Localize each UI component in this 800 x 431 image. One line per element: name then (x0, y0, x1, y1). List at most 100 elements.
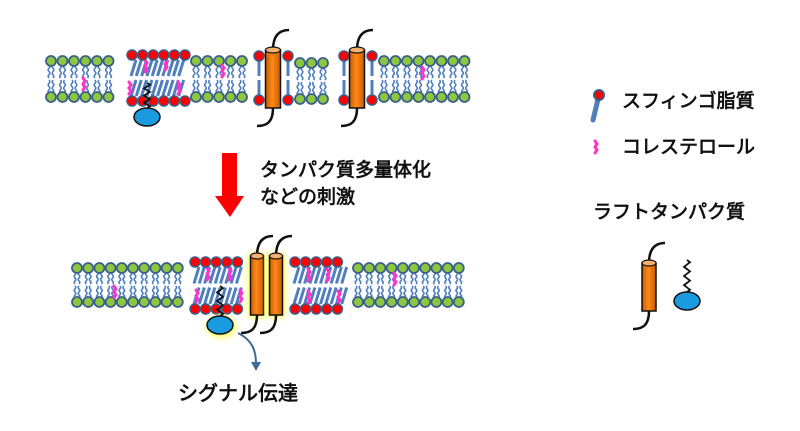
lipid-tail (203, 79, 208, 94)
anchor-chain (142, 82, 152, 109)
phospholipid-head (213, 55, 225, 67)
lipid-tail (319, 81, 323, 96)
lipid-tail (449, 79, 453, 94)
phospholipid-head (56, 91, 69, 103)
lipid-tail (407, 64, 411, 79)
sphingolipid-tail (329, 266, 338, 284)
lipid-tail (85, 79, 90, 94)
lipid-tail (238, 64, 242, 79)
lipid-tail (421, 271, 425, 285)
phospholipid-head (374, 296, 387, 308)
lipid-tail (296, 81, 300, 96)
lipid-tail (354, 285, 358, 299)
protein-tail (340, 107, 359, 128)
sphingolipid-head (289, 256, 301, 268)
phospholipid-head (419, 262, 432, 274)
lipid-tail (455, 285, 459, 299)
cholesterol-molecule (306, 267, 312, 283)
signal-arrow-shaft (237, 332, 257, 365)
lipid-tail (58, 79, 63, 94)
lipid-tail (140, 285, 144, 299)
lipid-tail (388, 271, 392, 285)
phospholipid-head (408, 296, 420, 308)
phospholipid-head (424, 91, 436, 103)
sphingolipid-head (289, 303, 301, 315)
lipid-tail (108, 64, 113, 79)
transmembrane-protein (259, 234, 293, 335)
sphingolipid-head (321, 303, 333, 315)
phospholipid-head (45, 91, 57, 103)
phospholipid-head (171, 296, 184, 308)
cholesterol-shape (325, 267, 331, 283)
cholesterol-molecule (205, 266, 211, 282)
lipid-tail (365, 285, 369, 299)
lipid-tail (455, 271, 459, 285)
sphingolipid-tail (129, 79, 138, 97)
cholesterol-shape (194, 288, 200, 304)
lipid-tail (300, 66, 304, 81)
lipid-tail (133, 285, 137, 299)
cholesterol-molecule (392, 271, 398, 287)
sphingolipid-tail (161, 79, 170, 97)
phospholipid-head (190, 91, 202, 103)
cholesterol-shape (176, 80, 182, 96)
sphingolipid-tail (334, 266, 343, 284)
sphingolipid-tail (313, 266, 322, 284)
protein-tail (632, 310, 651, 331)
lipid-tail (464, 64, 469, 79)
sphingolipid-head (126, 49, 138, 61)
sphingolipid-head (331, 303, 344, 315)
sphingolipid-tail (166, 59, 175, 77)
phospholipid-head (385, 296, 398, 308)
phospholipid-head (236, 91, 248, 103)
lipid-tail (311, 66, 316, 81)
sphingolipid-head (331, 256, 344, 268)
phospholipid-head (91, 91, 103, 103)
protein-body (206, 315, 234, 335)
lipid-tail (174, 285, 178, 299)
sphingolipid-tail (150, 79, 159, 97)
lipid-tail (384, 64, 388, 79)
lipid-tail (51, 79, 55, 94)
phospholipid-head (138, 262, 151, 274)
lipid-tail (73, 271, 77, 285)
sphingolipid-head (366, 50, 378, 62)
lipid-tail (414, 64, 419, 79)
transmembrane-protein (240, 234, 274, 335)
sphingolipid-tail (213, 266, 222, 284)
lipid-tail (163, 285, 167, 299)
phospholipid-head (317, 93, 329, 105)
proteins-layer (133, 28, 374, 338)
cholesterol-shape (306, 289, 312, 305)
lipid-tail (448, 271, 452, 285)
phospholipid-head (115, 262, 128, 274)
protein-cylinder-top (264, 46, 282, 54)
lipid-tail (118, 271, 122, 285)
cholesterol-molecule (220, 63, 226, 79)
cholesterol-molecule (238, 288, 244, 304)
sphingolipid-head (147, 49, 159, 61)
lipid-tail (403, 64, 407, 79)
cholesterol-shape (127, 80, 133, 96)
phospholipid-head (374, 262, 387, 274)
lipid-tail (230, 79, 235, 94)
protein-cylinder (348, 49, 366, 109)
sphingolipid-tail (319, 287, 327, 305)
lipid-tail (460, 64, 465, 79)
phospholipid-head (294, 57, 306, 69)
lipid-tail (376, 285, 380, 299)
lipid-tail (88, 285, 92, 299)
cholesterol-molecule (325, 267, 331, 283)
cholesterol-shape (420, 65, 426, 81)
lipid-tail (311, 81, 316, 96)
lipid-tail (441, 64, 446, 79)
protein-cylinder-top (348, 46, 366, 54)
lipid-tail (70, 64, 74, 79)
lipid-tail (178, 271, 182, 285)
lipid-tail (437, 79, 442, 94)
stimulus-label-line-1: タンパク質多量体化 (260, 159, 432, 181)
legend-cholesterol-label: コレステロール (622, 136, 756, 158)
phospholipid-head (149, 296, 162, 308)
lipid-tail (395, 64, 400, 79)
phospholipid-head (408, 262, 420, 274)
